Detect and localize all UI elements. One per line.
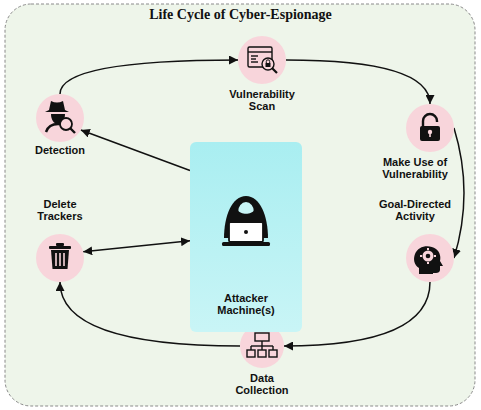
padlock-icon — [420, 114, 440, 141]
label-slot: Delete Trackers — [29, 198, 91, 222]
scan-icon — [248, 47, 277, 73]
attacker-box: Attacker Machine(s) — [190, 142, 302, 332]
label-slot: Data Collection — [227, 372, 297, 396]
hacker-icon — [222, 196, 270, 246]
stage-circle-node: Delete Trackers — [29, 198, 91, 282]
stage-circle-node: Vulnerability Scan — [222, 36, 302, 112]
spy-icon — [45, 101, 75, 133]
stage-label: Detection — [25, 144, 95, 156]
outer-frame — [5, 4, 475, 406]
stage-circle — [406, 104, 454, 152]
stage-label: Goal-Directed Activity — [373, 198, 457, 222]
stage-label: Data Collection — [227, 372, 297, 396]
label-slot: Vulnerability Scan — [222, 88, 302, 112]
stage-circle-node: Detection — [25, 94, 95, 156]
stage-label: Make Use of Vulnerability — [374, 156, 456, 180]
network-icon — [247, 333, 277, 357]
title-slot: Life Cycle of Cyber-Espionage — [0, 5, 481, 23]
flow-arrow — [83, 241, 190, 252]
stage-circle — [36, 234, 84, 282]
stage-circle — [238, 36, 286, 84]
box-label: Attacker Machine(s) — [198, 292, 294, 316]
stage-circle — [406, 234, 454, 282]
label-slot: Detection — [25, 144, 95, 156]
label-slot: Goal-Directed Activity — [373, 198, 457, 222]
flow-arrow — [454, 128, 464, 258]
stage-label: Delete Trackers — [29, 198, 91, 222]
stage-circle-node: Goal-Directed Activity — [373, 198, 457, 282]
stage-circle-node: Data Collection — [227, 324, 297, 396]
stage-circle-node: Make Use of Vulnerability — [374, 104, 456, 180]
trash-icon — [49, 243, 71, 269]
stage-circle — [36, 94, 84, 142]
flow-arrow — [81, 130, 190, 171]
flow-arrow — [60, 60, 238, 94]
label-slot: Make Use of Vulnerability — [374, 156, 456, 180]
flow-arrow — [286, 60, 430, 104]
stage-label: Vulnerability Scan — [222, 88, 302, 112]
diagram-title: Life Cycle of Cyber-Espionage — [145, 7, 336, 23]
head-gear-icon — [414, 246, 443, 274]
flow-arrow — [284, 282, 430, 346]
label-slot: Attacker Machine(s) — [198, 292, 294, 316]
